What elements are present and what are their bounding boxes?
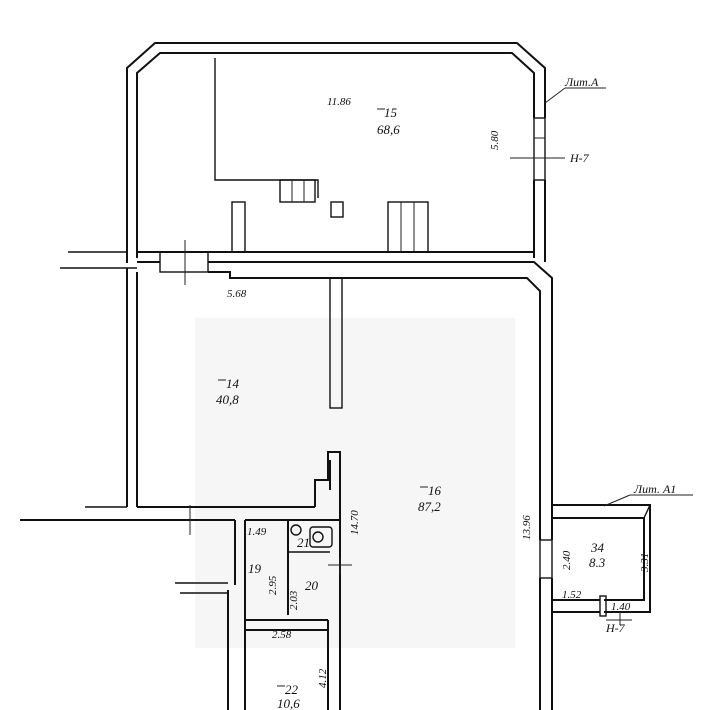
room-34-label: 34 8.3 (589, 540, 606, 570)
svg-text:2.40: 2.40 (561, 550, 573, 570)
svg-text:1.52: 1.52 (562, 589, 582, 601)
svg-text:40,8: 40,8 (216, 392, 239, 407)
room-14-16-walls (20, 261, 553, 710)
svg-text:5.68: 5.68 (227, 288, 247, 300)
leader-lines (510, 87, 693, 625)
svg-text:2.58: 2.58 (272, 629, 292, 641)
svg-text:14.70: 14.70 (349, 510, 361, 535)
room-19-label: 19 (248, 561, 262, 576)
room-15-label: 15 68,6 (377, 105, 400, 137)
background-tint (195, 318, 515, 648)
svg-text:15: 15 (384, 105, 398, 120)
room-22-label: 22 10,6 (277, 682, 300, 710)
svg-text:14: 14 (226, 376, 240, 391)
lit-a1-label: Лит. А1 (633, 482, 676, 496)
h7-top-label: Н-7 (569, 151, 590, 165)
svg-text:11.86: 11.86 (327, 96, 351, 108)
svg-text:2.95: 2.95 (267, 575, 279, 595)
dimension-labels: 11.86 5.80 5.68 14.70 13.96 1.49 2.95 2.… (227, 96, 651, 688)
svg-text:2.03: 2.03 (288, 590, 300, 610)
room-16-label: 16 87,2 (418, 483, 442, 514)
svg-text:34: 34 (590, 540, 605, 555)
svg-text:10,6: 10,6 (277, 696, 300, 710)
h7-bottom-label: Н-7 (605, 621, 626, 635)
svg-text:1.49: 1.49 (247, 526, 267, 538)
room-34-walls (552, 494, 651, 617)
room-15-walls (126, 42, 546, 285)
svg-text:3.31: 3.31 (639, 553, 651, 573)
room-labels: 15 68,6 14 40,8 16 87,2 34 8.3 19 20 21 … (216, 105, 606, 710)
corridor-left (60, 251, 137, 269)
small-rooms-walls (175, 519, 352, 710)
svg-text:1.40: 1.40 (611, 601, 631, 613)
room-20-label: 20 (305, 578, 319, 593)
svg-text:8.3: 8.3 (589, 555, 606, 570)
svg-text:4.12: 4.12 (317, 668, 329, 688)
room-14-label: 14 40,8 (216, 376, 240, 407)
svg-text:5.80: 5.80 (489, 130, 501, 150)
svg-text:16: 16 (428, 483, 442, 498)
lit-labels: Лит.А Н-7 Лит. А1 Н-7 (564, 75, 676, 635)
svg-text:22: 22 (285, 682, 299, 697)
svg-text:13.96: 13.96 (521, 515, 533, 540)
room-21-label: 21 (297, 535, 310, 550)
svg-text:68,6: 68,6 (377, 122, 400, 137)
lit-a-label: Лит.А (564, 75, 599, 89)
svg-text:87,2: 87,2 (418, 499, 441, 514)
